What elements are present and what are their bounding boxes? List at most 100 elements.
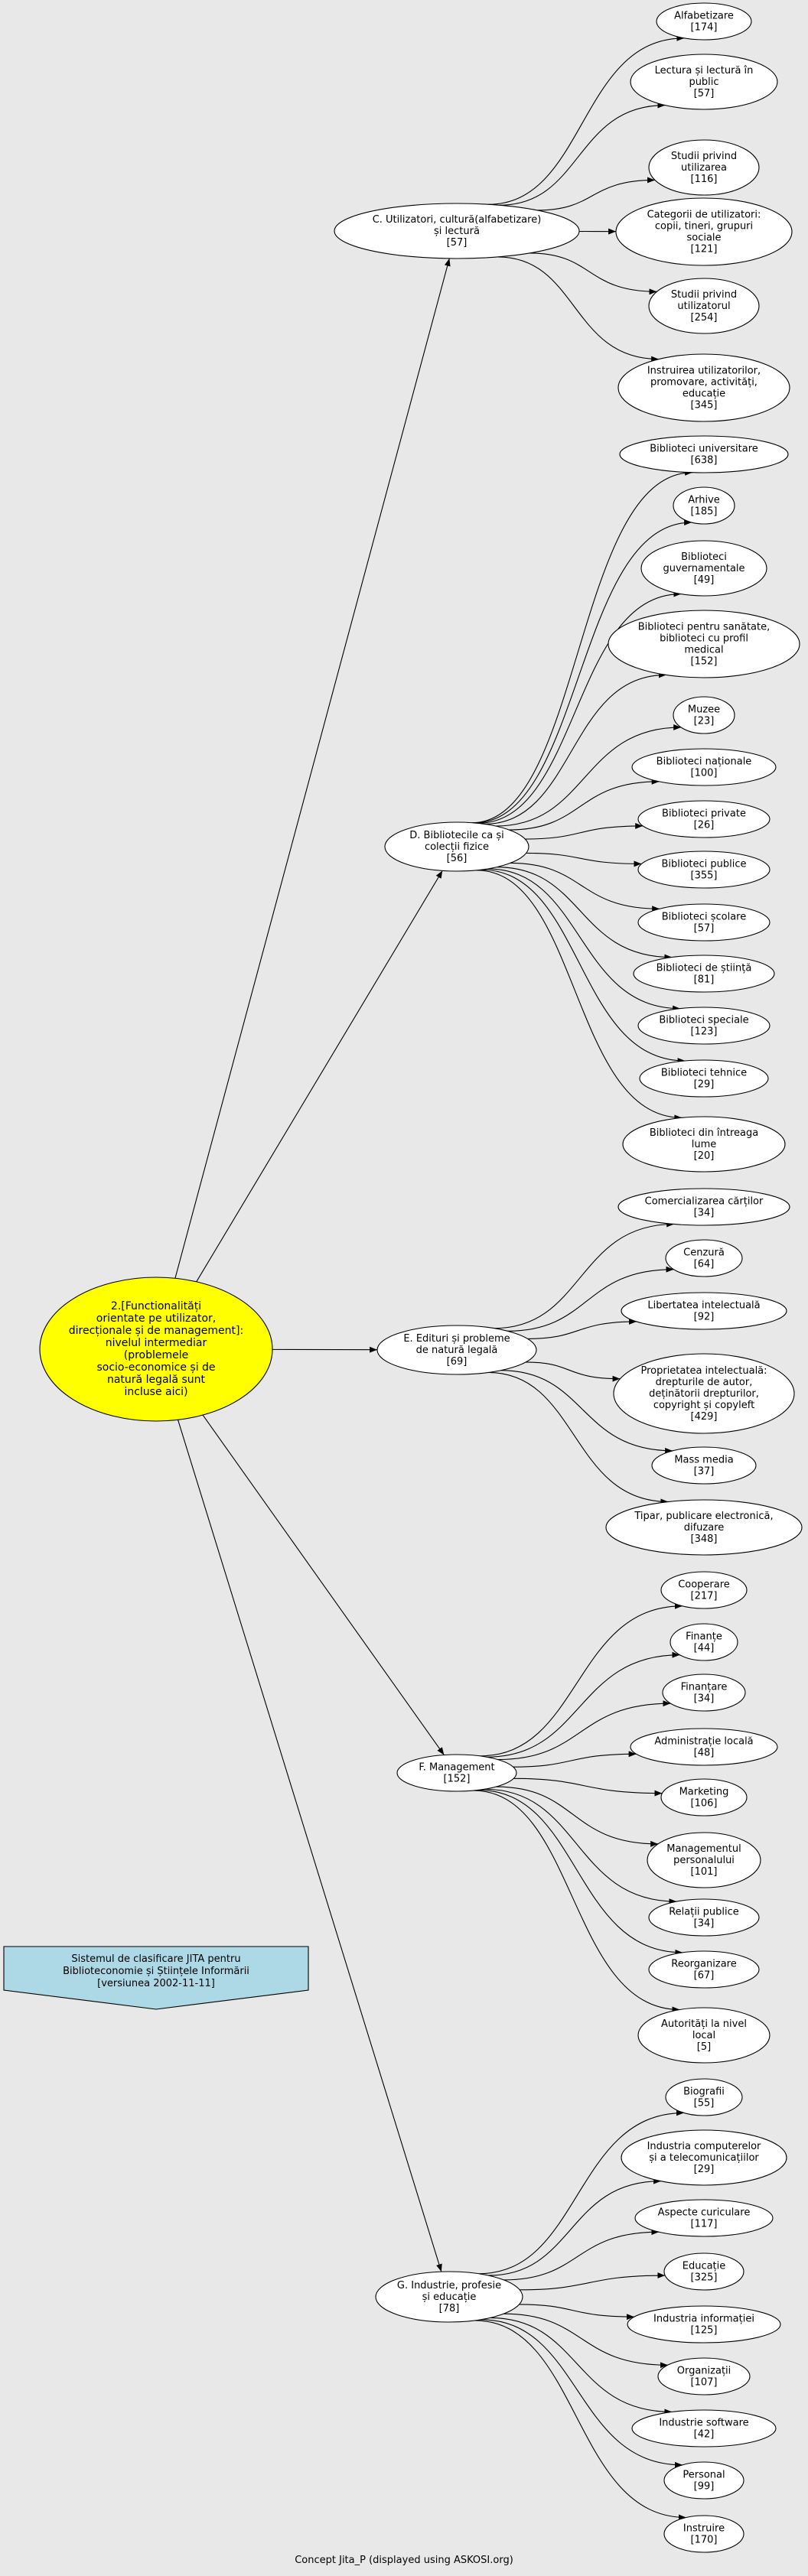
legend-line-2: Biblioteconomie și Științele Informării	[63, 1966, 249, 1977]
edge-f-to-child-9	[473, 1790, 680, 2013]
child-node-g-5[interactable]: Industria informației[125]	[627, 2305, 781, 2343]
child-node-d-11[interactable]: Biblioteci speciale[123]	[637, 1007, 771, 1045]
child-node-d-9-shape	[637, 903, 771, 942]
child-node-d-6[interactable]: Biblioteci naționale[100]	[631, 748, 777, 786]
edge-c-to-child-5	[529, 252, 657, 295]
child-node-c-4-label-line: copii, tineri, grupuri	[655, 221, 753, 233]
child-node-d-12[interactable]: Biblioteci tehnice[29]	[639, 1059, 769, 1098]
category-node-e-label-line: de natură legală	[416, 1345, 498, 1356]
child-node-f-2[interactable]: Finanțe[44]	[670, 1623, 738, 1661]
edge-f-to-child-7	[484, 1788, 677, 1905]
child-node-c-1[interactable]: Alfabetizare[174]	[656, 2, 752, 41]
child-node-d-5[interactable]: Muzee[23]	[673, 696, 735, 734]
child-node-c-4[interactable]: Categorii de utilizatori:copii, tineri, …	[615, 197, 793, 266]
child-node-g-4[interactable]: Educație[325]	[663, 2252, 744, 2291]
child-node-d-8[interactable]: Biblioteci publice[355]	[637, 851, 771, 889]
child-node-e-6-label-line: difuzare	[684, 1522, 725, 1534]
child-node-f-4[interactable]: Administrație locală[48]	[630, 1728, 778, 1766]
child-node-e-4-shape	[613, 1353, 795, 1434]
edge-d-to-child-9	[510, 862, 660, 912]
child-node-d-6-label-line: Biblioteci naționale	[656, 756, 752, 768]
root-concept-node-label-line: orientate pe utilizator,	[96, 1312, 217, 1325]
child-node-d-3-label-line: Biblioteci	[681, 551, 727, 563]
category-node-d-label-line: colecții fizice	[425, 841, 489, 853]
child-node-e-4[interactable]: Proprietatea intelectuală:drepturile de …	[613, 1353, 795, 1434]
child-node-e-5[interactable]: Mass media[37]	[651, 1446, 757, 1485]
edge-g-to-child-8	[481, 2319, 683, 2468]
category-node-c[interactable]: C. Utilizatori, cultură(alfabetizare)și …	[334, 203, 580, 259]
edge-f-to-child-4	[513, 1751, 637, 1768]
child-node-d-9[interactable]: Biblioteci școlare[57]	[637, 903, 771, 942]
child-node-c-5-shape	[648, 278, 760, 334]
child-node-d-4-label-line: medical	[684, 645, 723, 656]
child-node-f-3[interactable]: Finanțare[34]	[662, 1673, 746, 1712]
child-node-d-2[interactable]: Arhive[185]	[673, 486, 735, 525]
edge-c-to-child-2	[499, 102, 666, 206]
child-node-g-8-shape	[663, 2461, 744, 2500]
child-node-d-1[interactable]: Biblioteci universitare[638]	[619, 435, 789, 473]
child-node-d-3-shape	[640, 540, 767, 597]
child-node-d-7[interactable]: Biblioteci private[26]	[637, 800, 771, 838]
child-node-c-6[interactable]: Instruirea utilizatorilor,promovare, act…	[617, 353, 790, 422]
child-node-e-2-shape	[665, 1239, 743, 1277]
child-node-g-9[interactable]: Instruire[170]	[663, 2515, 744, 2553]
child-node-d-11-label-line: Biblioteci speciale	[659, 1015, 748, 1026]
child-node-d-3-label-line: [49]	[694, 574, 715, 586]
edge-d-to-child-13	[476, 870, 683, 1121]
child-node-f-5-label-line: [106]	[691, 1798, 718, 1810]
edge-d-to-child-2	[474, 519, 692, 824]
edge-g-to-child-3	[503, 2229, 660, 2281]
child-node-e-3-label-line: Libertatea intelectuală	[647, 1300, 760, 1312]
child-node-d-10[interactable]: Biblioteci de știință[81]	[633, 955, 775, 993]
child-node-e-2[interactable]: Cenzură[64]	[665, 1239, 743, 1277]
root-concept-node-label-line: 2.[Functionalități	[111, 1300, 201, 1312]
child-node-d-6-label-line: [100]	[691, 768, 718, 779]
child-node-f-8[interactable]: Reorganizare[67]	[648, 1950, 760, 1989]
edge-g-to-child-1	[478, 2109, 684, 2275]
edge-f-to-child-8	[478, 1789, 683, 1956]
edge-f-to-child-2	[487, 1651, 680, 1758]
child-node-g-7-shape	[631, 2409, 777, 2448]
child-node-g-3[interactable]: Aspecte curiculare[117]	[634, 2199, 774, 2237]
child-node-g-8-label-line: [99]	[694, 2481, 715, 2493]
child-node-f-7[interactable]: Relații publice[34]	[648, 1898, 760, 1937]
child-node-g-6[interactable]: Organizații[107]	[657, 2357, 751, 2395]
child-node-g-8[interactable]: Personal[99]	[663, 2461, 744, 2500]
child-node-g-4-shape	[663, 2252, 744, 2291]
child-node-g-7[interactable]: Industrie software[42]	[631, 2409, 777, 2448]
child-node-f-7-label-line: [34]	[694, 1918, 715, 1930]
edge-c-to-child-6	[497, 256, 660, 363]
child-node-c-3-label-line: utilizarea	[681, 162, 727, 174]
child-node-e-3[interactable]: Libertatea intelectuală[92]	[621, 1292, 787, 1330]
edge-f-to-child-6	[496, 1786, 659, 1847]
child-node-d-1-shape	[619, 435, 789, 473]
child-node-e-1[interactable]: Comercializarea cărților[34]	[617, 1188, 790, 1226]
child-node-e-4-label-line: deținătorii drepturilor,	[649, 1388, 759, 1400]
edge-d-to-child-1	[471, 469, 693, 824]
child-node-e-6[interactable]: Tipar, publicare electronică,difuzare[34…	[605, 1499, 803, 1556]
child-node-f-2-label-line: [44]	[694, 1643, 715, 1654]
category-node-d-shape	[384, 821, 529, 872]
child-node-f-5[interactable]: Marketing[106]	[660, 1778, 748, 1817]
category-node-c-label-line: C. Utilizatori, cultură(alfabetizare)	[373, 214, 542, 226]
child-node-c-1-shape	[656, 2, 752, 41]
child-node-g-5-label-line: [125]	[691, 2325, 718, 2337]
child-node-g-1[interactable]: Biografii[55]	[665, 2078, 743, 2116]
child-node-d-4[interactable]: Biblioteci pentru sanătate,biblioteci cu…	[608, 610, 800, 678]
child-node-f-1[interactable]: Cooperare[217]	[660, 1571, 748, 1609]
child-node-c-4-label-line: Categorii de utilizatori:	[647, 210, 761, 221]
category-node-f[interactable]: F. Management[152]	[396, 1754, 517, 1792]
